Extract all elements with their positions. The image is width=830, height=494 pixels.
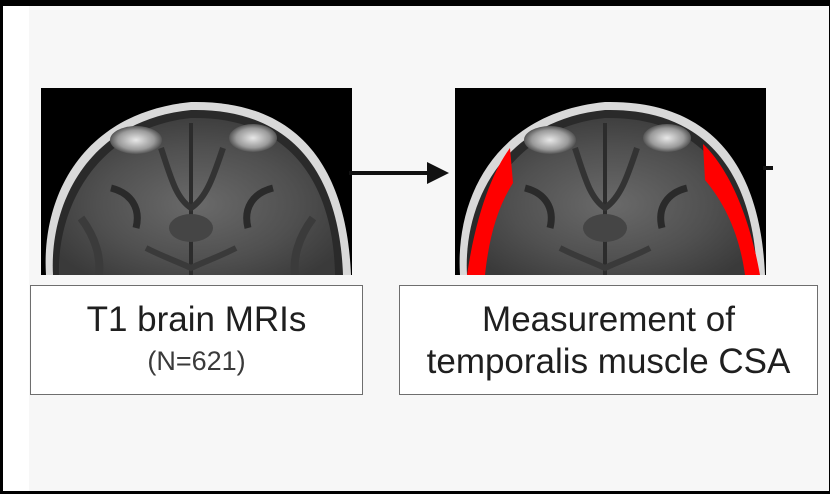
label-box-measurement: Measurement of temporalis muscle CSA: [399, 285, 818, 395]
label-box-input: T1 brain MRIs (N=621): [30, 285, 363, 395]
label-title: T1 brain MRIs: [86, 300, 307, 339]
label-title: Measurement of: [482, 300, 735, 339]
temporalis-highlight-left: [467, 148, 513, 275]
mri-image-original: [41, 88, 352, 275]
mri-image-measurement: [455, 88, 766, 275]
arrow-right-icon: [349, 162, 449, 184]
temporalis-highlight-right: [703, 144, 760, 275]
left-margin: [3, 6, 29, 491]
label-subtitle: temporalis muscle CSA: [426, 342, 791, 381]
label-subtitle: (N=621): [147, 346, 246, 376]
arrow-continuation: [763, 166, 773, 170]
